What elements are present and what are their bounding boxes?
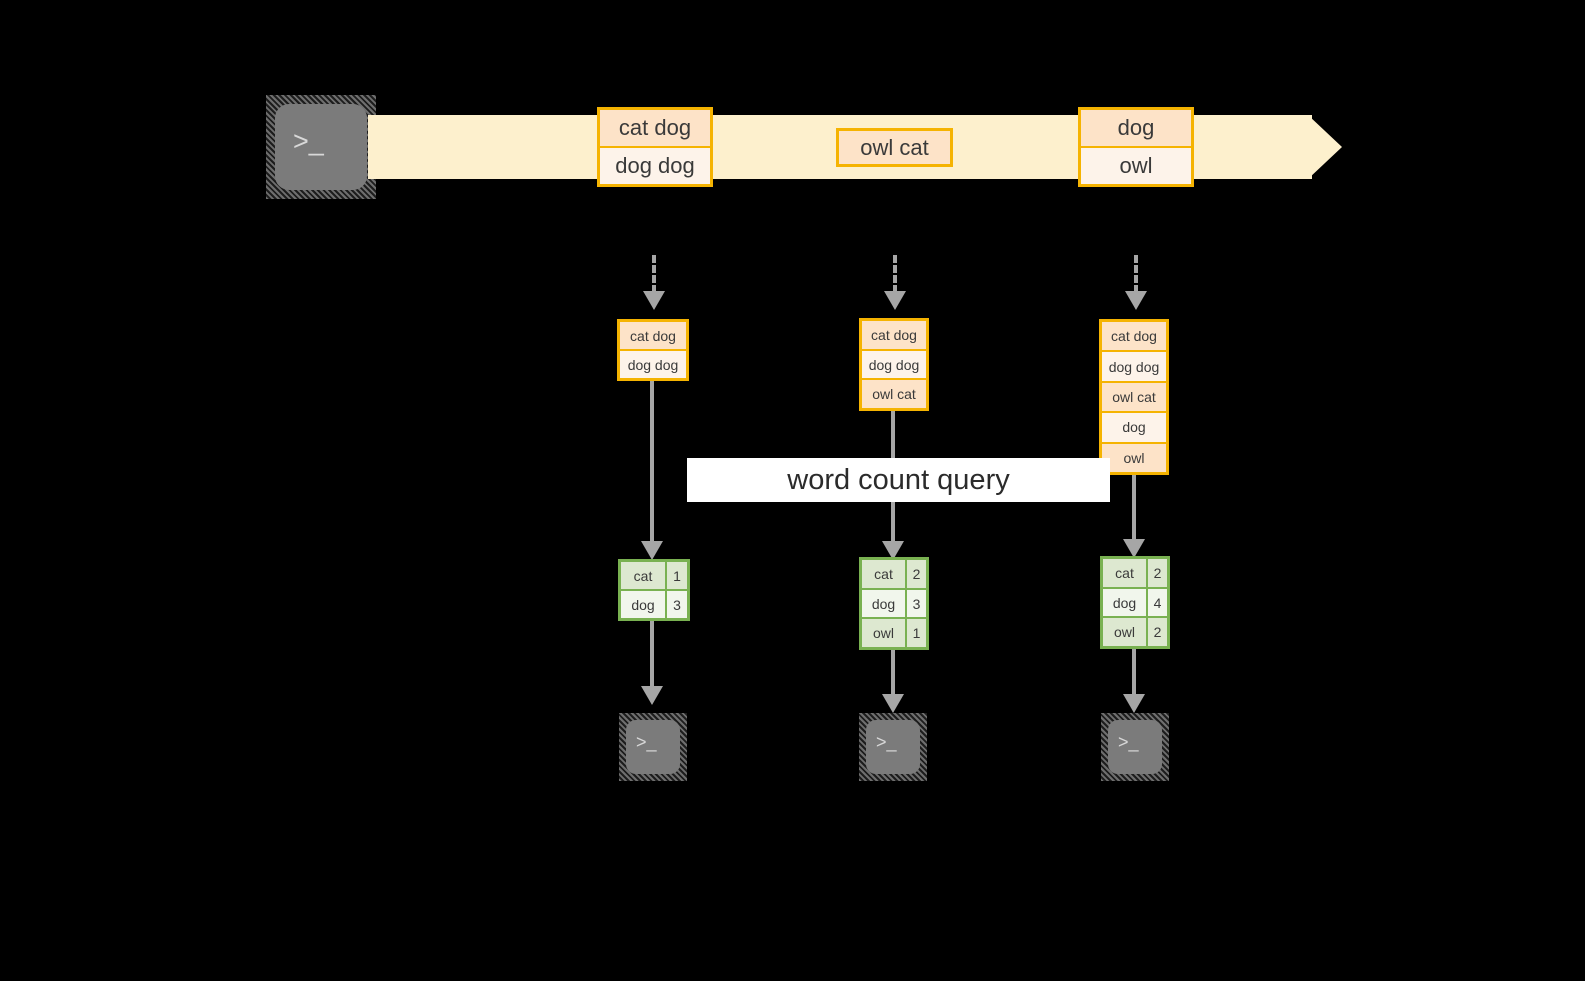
count-row: owl 1 — [862, 619, 926, 648]
count-value: 4 — [1148, 588, 1167, 617]
snapshot-2-accumulated-table: cat dog dog dog owl cat — [859, 318, 929, 411]
snapshot-3-sink-terminal-icon: >_ — [1101, 713, 1169, 781]
terminal-body: >_ — [626, 720, 680, 774]
count-value: 3 — [907, 589, 926, 618]
snapshot-2-count-table: cat 2 dog 3 owl 1 — [859, 557, 929, 650]
count-value: 2 — [1148, 559, 1167, 587]
callout-label: word count query — [787, 463, 1010, 496]
stream-record: dog — [1081, 110, 1191, 148]
terminal-prompt-glyph: >_ — [876, 732, 897, 752]
stream-record: dog dog — [600, 148, 710, 184]
stream-batch-1: cat dog dog dog — [597, 107, 713, 187]
snapshot-2-query-arrowhead — [882, 541, 904, 560]
count-row: cat 1 — [621, 562, 687, 591]
count-word: dog — [621, 591, 667, 618]
accumulated-record: cat dog — [862, 321, 926, 351]
tap-line-2 — [893, 255, 897, 293]
count-word: cat — [1103, 559, 1148, 587]
accumulated-record: cat dog — [1102, 322, 1166, 353]
tap-arrowhead-2 — [884, 291, 906, 310]
snapshot-2-sink-terminal-icon: >_ — [859, 713, 927, 781]
snapshot-1-sink-terminal-icon: >_ — [619, 713, 687, 781]
count-word: cat — [621, 562, 667, 589]
word-count-query-callout: word count query — [687, 458, 1110, 502]
stream-batch-2: owl cat — [836, 128, 953, 167]
count-word: cat — [862, 560, 907, 588]
accumulated-record: dog dog — [620, 351, 686, 378]
snapshot-3-accumulated-table: cat dog dog dog owl cat dog owl — [1099, 319, 1169, 475]
snapshot-1-sink-line — [650, 621, 654, 691]
stream-record: owl cat — [839, 131, 950, 164]
tap-line-3 — [1134, 255, 1138, 293]
accumulated-record: dog dog — [1102, 352, 1166, 383]
snapshot-1-count-table: cat 1 dog 3 — [618, 559, 690, 621]
terminal-prompt-glyph: >_ — [636, 732, 657, 752]
count-word: owl — [1103, 618, 1148, 647]
terminal-body: >_ — [1108, 720, 1162, 774]
stream-arrow-head — [1308, 115, 1342, 179]
terminal-prompt-glyph: >_ — [1118, 732, 1139, 752]
tap-arrowhead-3 — [1125, 291, 1147, 310]
accumulated-record: cat dog — [620, 322, 686, 351]
snapshot-1-accumulated-table: cat dog dog dog — [617, 319, 689, 381]
snapshot-3-sink-line — [1132, 649, 1136, 702]
count-row: dog 3 — [862, 589, 926, 620]
tap-line-1 — [652, 255, 656, 293]
count-word: owl — [862, 619, 907, 648]
accumulated-record: owl — [1102, 443, 1166, 473]
accumulated-record: owl cat — [862, 380, 926, 409]
snapshot-3-query-line — [1132, 475, 1136, 547]
stream-batch-3: dog owl — [1078, 107, 1194, 187]
snapshot-1-sink-arrowhead — [641, 686, 663, 705]
count-row: cat 2 — [1103, 559, 1167, 589]
count-value: 2 — [907, 560, 926, 588]
stream-record: cat dog — [600, 110, 710, 148]
count-word: dog — [862, 589, 907, 618]
snapshot-3-query-arrowhead — [1123, 539, 1145, 558]
count-value: 1 — [907, 619, 926, 648]
count-row: owl 2 — [1103, 618, 1167, 647]
snapshot-2-sink-line — [891, 650, 895, 702]
accumulated-record: dog dog — [862, 350, 926, 381]
snapshot-1-query-arrowhead — [641, 541, 663, 560]
snapshot-3-sink-arrowhead — [1123, 694, 1145, 713]
accumulated-record: dog — [1102, 413, 1166, 444]
terminal-body: >_ — [866, 720, 920, 774]
count-value: 3 — [667, 591, 687, 618]
terminal-body: >_ — [275, 104, 367, 190]
snapshot-3-count-table: cat 2 dog 4 owl 2 — [1100, 556, 1170, 649]
count-row: cat 2 — [862, 560, 926, 590]
tap-arrowhead-1 — [643, 291, 665, 310]
snapshot-2-sink-arrowhead — [882, 694, 904, 713]
terminal-prompt-glyph: >_ — [293, 126, 324, 156]
accumulated-record: owl cat — [1102, 382, 1166, 414]
count-row: dog 3 — [621, 591, 687, 618]
snapshot-1-query-line — [650, 381, 654, 549]
stream-record: owl — [1081, 148, 1191, 184]
count-word: dog — [1103, 588, 1148, 617]
count-value: 2 — [1148, 618, 1167, 647]
count-value: 1 — [667, 562, 687, 589]
count-row: dog 4 — [1103, 588, 1167, 619]
source-terminal-icon: >_ — [266, 95, 376, 199]
